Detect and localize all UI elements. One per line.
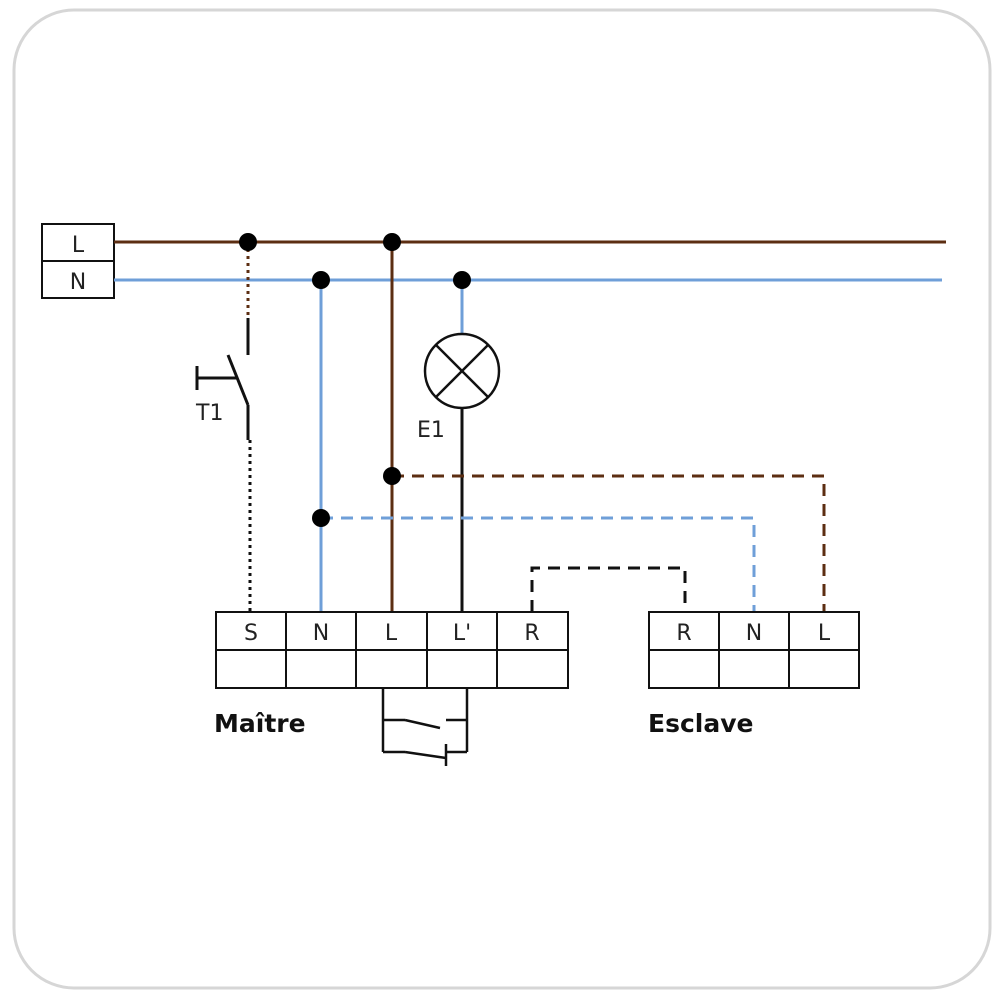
pushbutton-circuit: T1 bbox=[195, 242, 252, 612]
slave-label: Esclave bbox=[648, 709, 753, 738]
lamp-label: E1 bbox=[417, 418, 445, 443]
master-terminal-l-prime: L' bbox=[453, 621, 471, 646]
master-terminal-l: L bbox=[385, 621, 398, 646]
master-terminal-s: S bbox=[244, 621, 258, 646]
slave-terminal-n: N bbox=[746, 621, 762, 646]
junction-dot bbox=[312, 271, 330, 289]
junction-dot bbox=[383, 467, 401, 485]
junction-dot bbox=[453, 271, 471, 289]
relay-contact-icon bbox=[381, 688, 469, 766]
slave-terminal-l: L bbox=[818, 621, 831, 646]
master-terminal-r: R bbox=[524, 621, 539, 646]
slave-terminal-block: R N L bbox=[648, 611, 860, 689]
junction-dot bbox=[239, 233, 257, 251]
junction-dot bbox=[383, 233, 401, 251]
master-terminal-block: S N L L' R bbox=[215, 611, 569, 689]
slave-terminal-r: R bbox=[676, 621, 691, 646]
master-terminal-n: N bbox=[313, 621, 329, 646]
supply-neutral-label: N bbox=[70, 270, 86, 295]
outer-frame bbox=[12, 8, 992, 990]
supply-terminal-block: L N bbox=[41, 223, 115, 299]
junction-dot bbox=[312, 509, 330, 527]
slave-line-wire bbox=[392, 474, 826, 612]
remote-link-wire bbox=[530, 566, 687, 612]
supply-line-label: L bbox=[72, 233, 85, 258]
lamp-circuit: E1 bbox=[417, 280, 501, 612]
master-label: Maître bbox=[214, 709, 306, 738]
slave-neutral-wire bbox=[321, 516, 756, 612]
pushbutton-contact bbox=[226, 354, 250, 406]
pushbutton-label: T1 bbox=[195, 401, 223, 426]
